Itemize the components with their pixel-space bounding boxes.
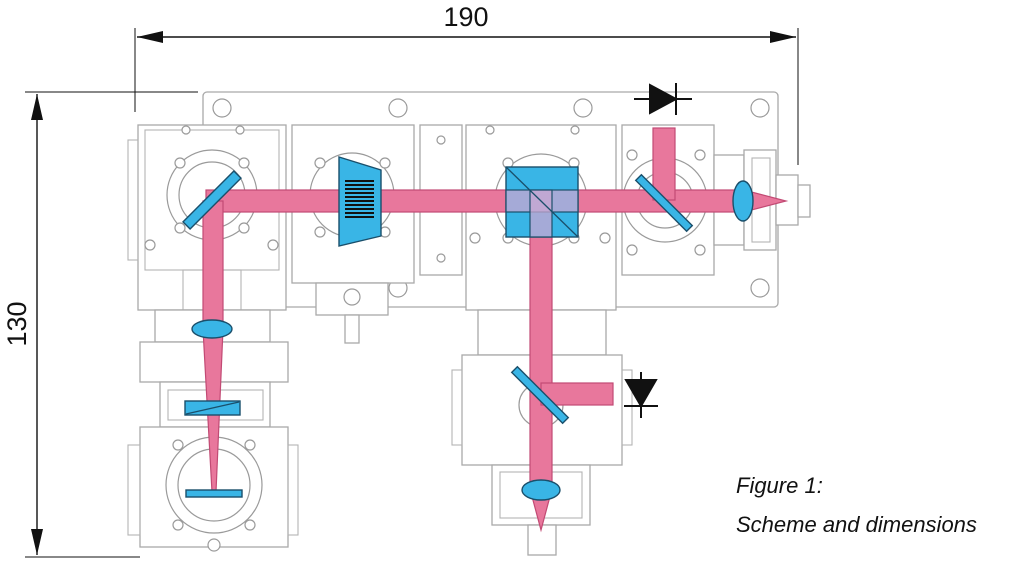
figure-caption-title: Figure 1:: [736, 473, 823, 498]
figure-caption-text: Scheme and dimensions: [736, 512, 977, 537]
height-dimension: 130: [2, 91, 198, 558]
height-dimension-label: 130: [2, 301, 32, 346]
right-mirror-icon: [634, 173, 694, 233]
lower-mirror-icon: [510, 365, 570, 425]
grating-lines: [345, 180, 374, 218]
optical-elements: [182, 156, 754, 501]
left-mirror-icon: [182, 170, 242, 230]
hardware-drawing: [127, 91, 811, 556]
lower-lens-icon: [521, 479, 561, 501]
beam-center-vertical: [529, 200, 553, 490]
width-dimension: 190: [134, 2, 799, 165]
left-lens-icon: [191, 319, 233, 339]
lower-photodiode-icon: [624, 372, 658, 418]
fiber-lens-icon: [732, 180, 754, 222]
beam-left-vertical: [202, 200, 224, 330]
width-dimension-label: 190: [443, 2, 488, 32]
sample-icon: [185, 489, 243, 498]
upper-photodiode-icon: [634, 83, 692, 115]
